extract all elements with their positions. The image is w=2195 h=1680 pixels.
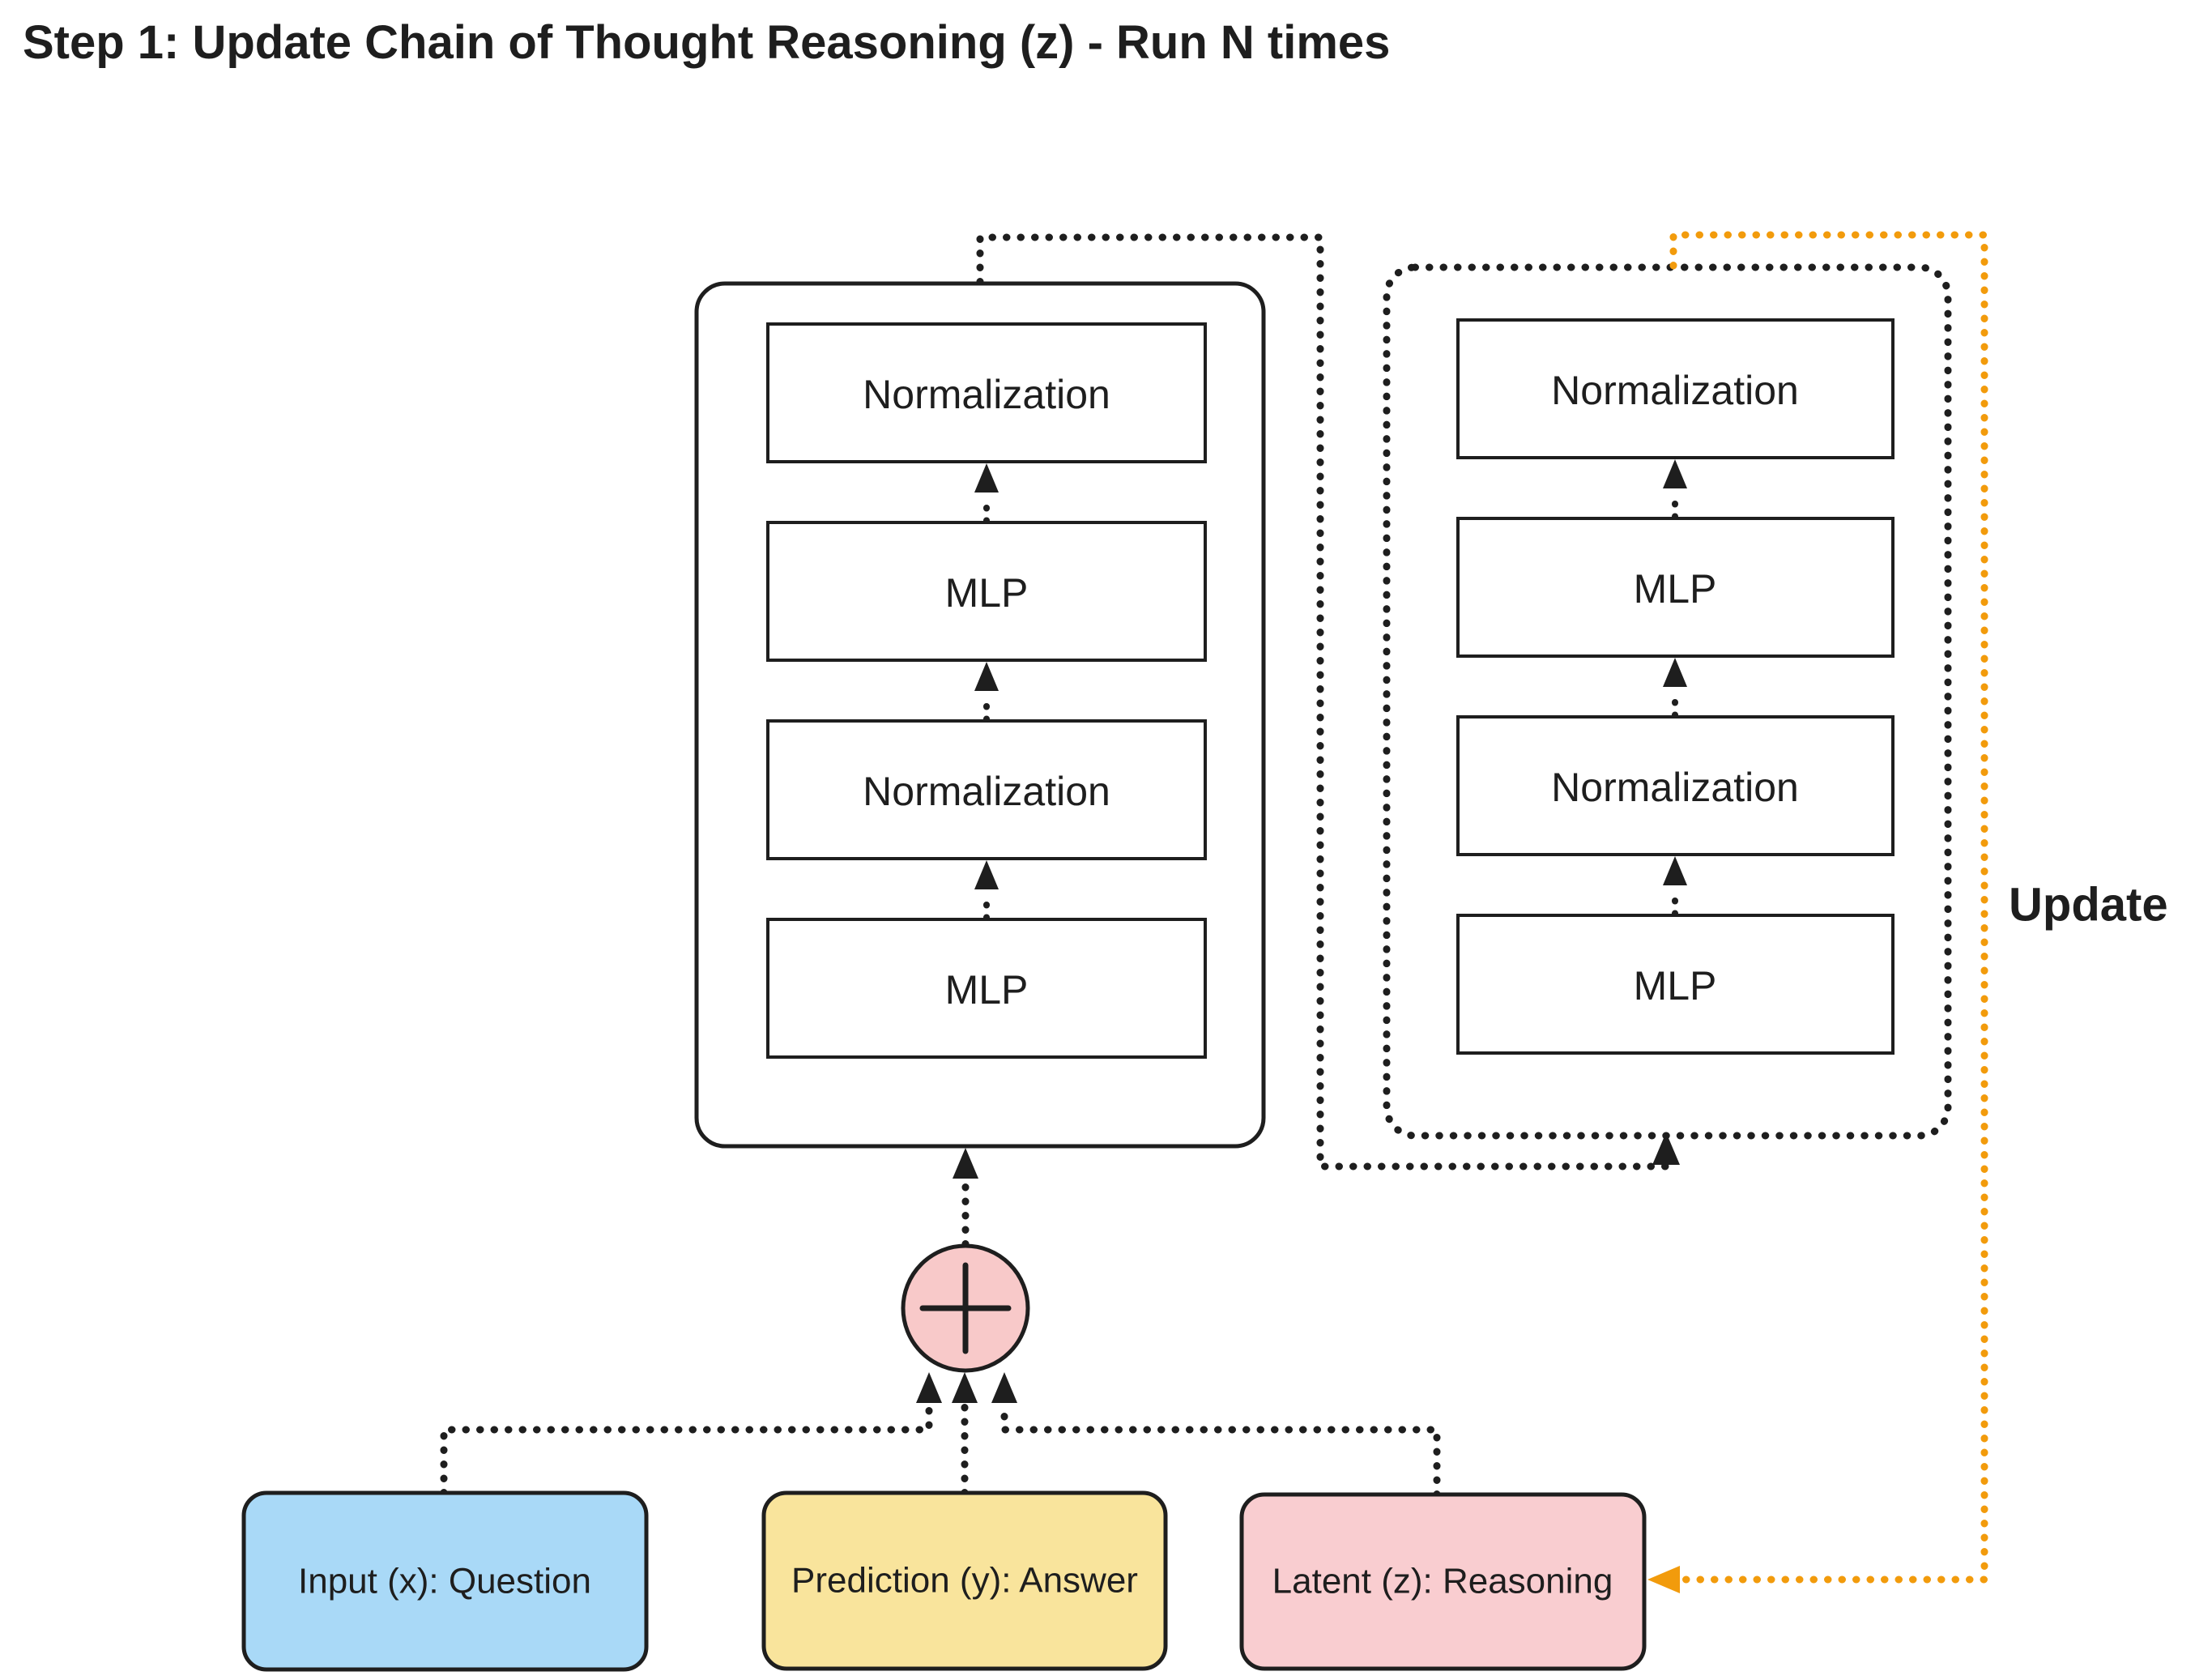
- latent-box-shape: [1239, 1492, 1647, 1671]
- prediction-to-adder-connector: [952, 1372, 978, 1497]
- update-path: [1669, 231, 1988, 1584]
- update-label: Update: [2009, 879, 2168, 932]
- left-layer-label: Normalization: [863, 769, 1110, 814]
- arrowhead-up: [1663, 856, 1687, 885]
- left-internal-arrow: [974, 662, 999, 723]
- right-internal-arrow: [1663, 658, 1687, 718]
- right-layer-normalization-lower: [1456, 715, 1895, 856]
- latent-box: Latent (z): Reasoning: [1239, 1492, 1647, 1671]
- right-layer-label: MLP: [1634, 566, 1717, 612]
- latent-to-adder-connector: [991, 1372, 1441, 1499]
- right-transformer-block: Normalization MLP Normalization MLP: [1383, 263, 1952, 1140]
- left-layer-normalization-lower: [766, 719, 1207, 860]
- arrowhead-up: [974, 463, 999, 492]
- right-internal-arrow: [1663, 856, 1687, 917]
- left-to-right-block-connector: [976, 233, 1680, 1170]
- plus-icon: [919, 1262, 1012, 1354]
- left-internal-arrow: [974, 463, 999, 524]
- adder-to-block-connector: [953, 1148, 978, 1248]
- prediction-box-label: Prediction (y): Answer: [791, 1561, 1138, 1601]
- latent-box-label: Latent (z): Reasoning: [1272, 1562, 1613, 1601]
- left-layer-label: MLP: [945, 967, 1029, 1013]
- input-box: Input (x): Question: [241, 1490, 649, 1672]
- left-layer-label: MLP: [945, 570, 1029, 616]
- right-layer-label: MLP: [1634, 963, 1717, 1008]
- left-layer-normalization-top: [766, 322, 1207, 463]
- add-operator: [901, 1243, 1030, 1373]
- left-layer-mlp-bottom: [766, 918, 1207, 1059]
- left-transformer-block: Normalization MLP Normalization MLP: [694, 281, 1266, 1149]
- arrowhead-up: [991, 1372, 1017, 1403]
- page-title: Step 1: Update Chain of Thought Reasonin…: [23, 16, 1390, 69]
- right-layer-mlp-bottom: [1456, 914, 1895, 1055]
- arrowhead-left: [1647, 1566, 1680, 1593]
- arrowhead-up: [1663, 658, 1687, 687]
- prediction-box-shape: [761, 1490, 1168, 1671]
- right-layer-mlp-upper: [1456, 517, 1895, 658]
- arrowhead-up: [952, 1372, 978, 1403]
- input-to-adder-connector: [440, 1372, 942, 1497]
- left-internal-arrow: [974, 860, 999, 921]
- arrowhead-up: [916, 1372, 942, 1403]
- arrowhead-up: [1663, 459, 1687, 488]
- left-layer-label: Normalization: [863, 372, 1110, 417]
- arrowhead-up: [974, 662, 999, 691]
- input-box-label: Input (x): Question: [298, 1562, 591, 1601]
- right-layer-normalization-top: [1456, 318, 1895, 459]
- update-connector: [1647, 231, 1988, 1593]
- input-box-shape: [241, 1490, 649, 1672]
- prediction-box: Prediction (y): Answer: [761, 1490, 1168, 1671]
- right-layer-label: Normalization: [1551, 765, 1799, 810]
- arrowhead-up: [1652, 1132, 1680, 1165]
- arrowhead-up: [953, 1148, 978, 1179]
- right-layer-label: Normalization: [1551, 368, 1799, 413]
- arrowhead-up: [974, 860, 999, 889]
- right-internal-arrow: [1663, 459, 1687, 520]
